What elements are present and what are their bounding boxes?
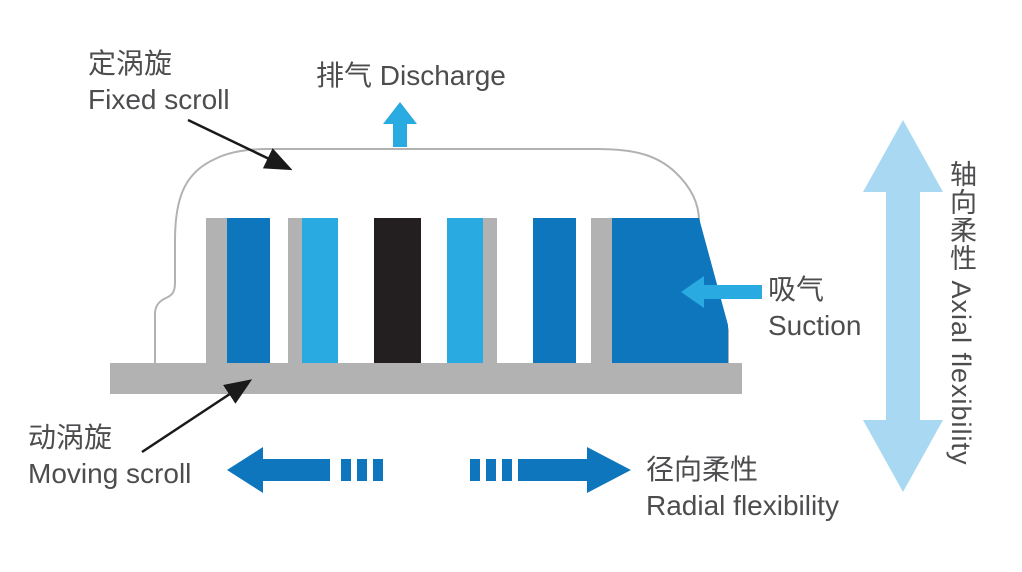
wrap-blue-1 [227, 218, 270, 363]
moving-scroll-label-zh: 动涡旋 [28, 422, 113, 453]
fixed-scroll-label: 定涡旋 Fixed scroll [88, 46, 230, 118]
wrap-cyan-2 [447, 218, 483, 363]
fixed-scroll-leader-arrow [187, 118, 293, 171]
wrap-cyan-1 [302, 218, 338, 363]
suction-label-zh: 吸气 [768, 274, 825, 305]
axial-flexibility-label: 轴向柔性 Axial flexibility [946, 160, 976, 466]
discharge-arrow [383, 102, 417, 147]
moving-scroll-label: 动涡旋 Moving scroll [28, 420, 191, 492]
base-plate [110, 363, 742, 394]
wrap-gray-3 [483, 218, 497, 363]
radial-flexibility-label: 径向柔性 Radial flexibility [646, 452, 839, 524]
wrap-dark [374, 218, 421, 363]
moving-scroll-label-en: Moving scroll [28, 458, 192, 489]
suction-label-en: Suction [768, 310, 862, 341]
fixed-scroll-label-zh: 定涡旋 [88, 48, 173, 79]
wrap-gray-2 [288, 218, 302, 363]
wrap-blue-2 [533, 218, 576, 363]
discharge-label: 排气 Discharge [316, 60, 506, 91]
suction-label: 吸气 Suction [768, 272, 861, 344]
radial-flexibility-label-zh: 径向柔性 [646, 454, 759, 485]
fixed-scroll-label-en: Fixed scroll [88, 84, 230, 115]
wrap-blue-block [612, 218, 728, 363]
wrap-gray-1 [206, 218, 227, 363]
suction-arrow [681, 276, 762, 308]
radial-flexibility-arrow-left [227, 447, 383, 493]
moving-scroll-leader-arrow [141, 379, 253, 454]
scroll-wraps [206, 218, 728, 363]
radial-flexibility-arrow-right [470, 447, 631, 493]
housing-outline [154, 148, 729, 366]
radial-flexibility-label-en: Radial flexibility [646, 490, 839, 521]
axial-flexibility-arrow [863, 120, 943, 492]
wrap-gray-4 [591, 218, 612, 363]
